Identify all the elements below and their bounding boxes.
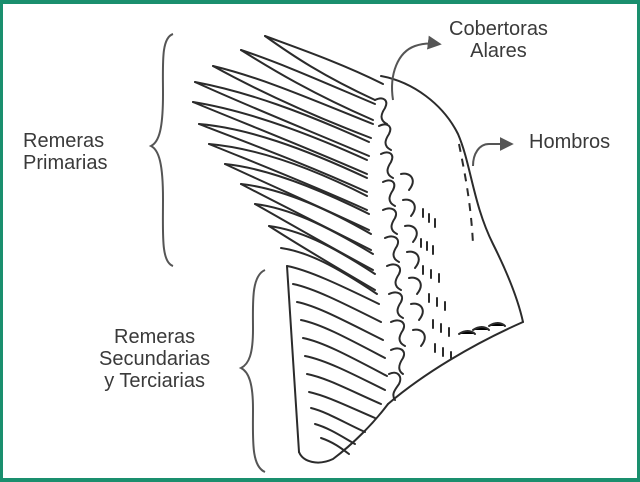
arrow-cobertoras <box>392 43 439 100</box>
label-remeras-secundarias-line3: y Terciarias <box>99 370 210 392</box>
label-remeras-secundarias-line2: Secundarias <box>99 348 210 370</box>
label-remeras-secundarias-line1: Remeras <box>99 326 210 348</box>
label-remeras-primarias-line2: Primarias <box>23 152 107 174</box>
label-remeras-primarias: Remeras Primarias <box>23 130 107 174</box>
brace-secundarias <box>241 270 265 472</box>
brace-primarias <box>151 34 173 266</box>
label-hombros: Hombros <box>529 131 610 153</box>
label-remeras-primarias-line1: Remeras <box>23 130 107 152</box>
label-remeras-secundarias: Remeras Secundarias y Terciarias <box>99 326 210 392</box>
label-cobertoras-alares: Cobertoras Alares <box>449 18 548 62</box>
label-cobertoras-line1: Cobertoras <box>449 18 548 40</box>
label-cobertoras-line2: Alares <box>449 40 548 62</box>
wing-outline <box>299 76 523 463</box>
secondary-feathers <box>287 266 387 454</box>
covert-feathers <box>375 98 425 400</box>
arrow-hombros <box>473 144 511 166</box>
primary-feathers <box>193 36 383 294</box>
wing-illustration <box>3 4 637 478</box>
label-hombros-text: Hombros <box>529 131 610 153</box>
